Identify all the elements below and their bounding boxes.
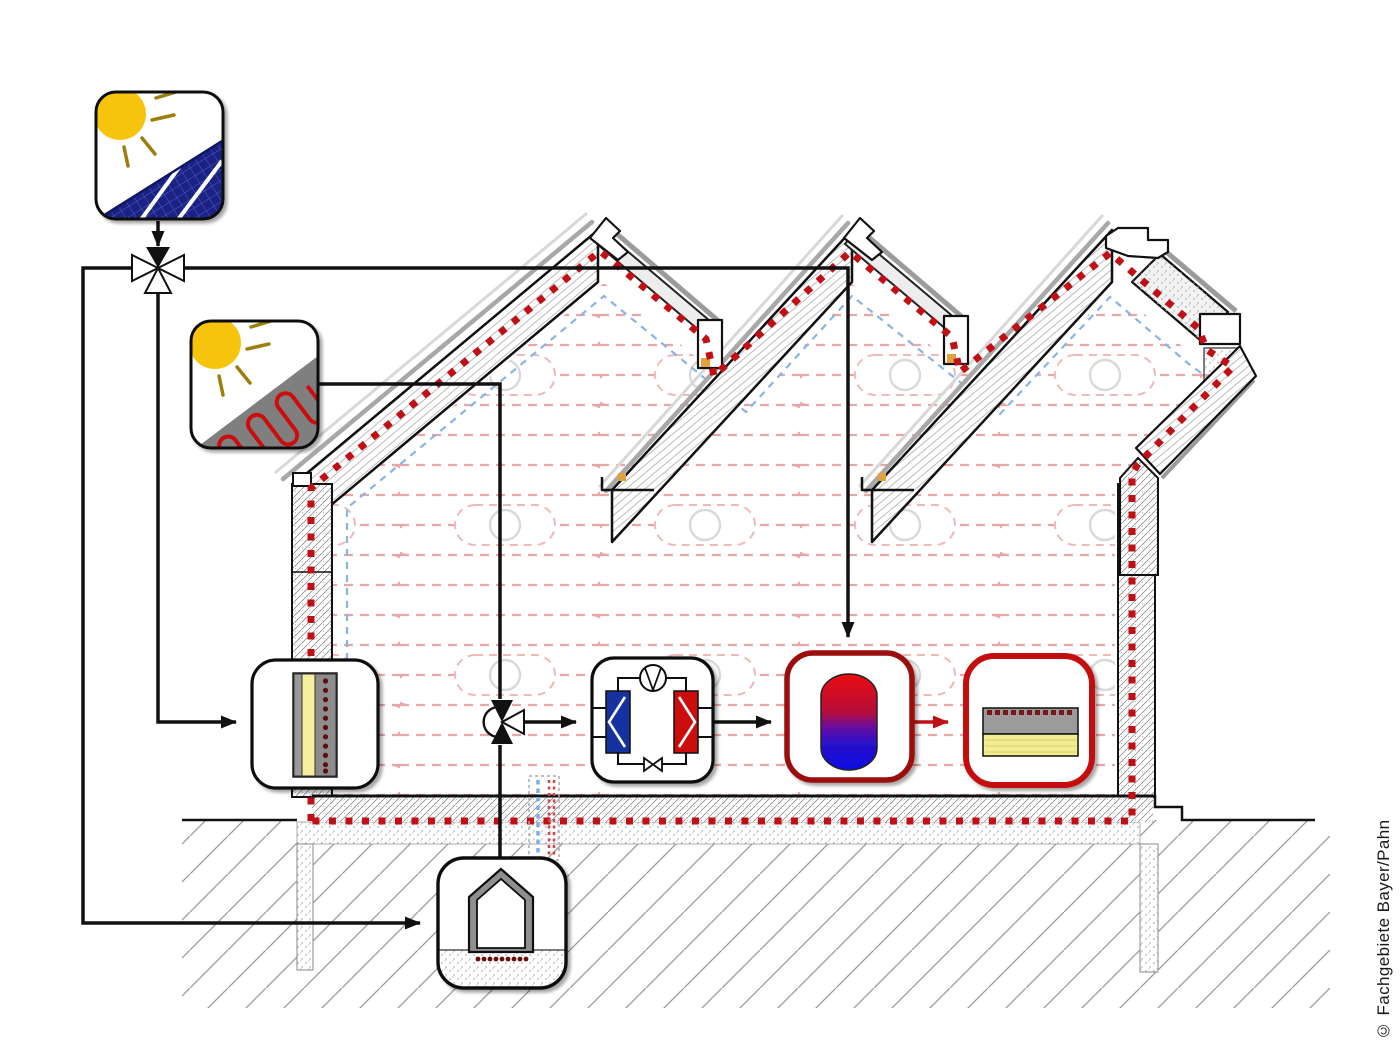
wall-pipe-dots: [322, 678, 329, 774]
peak-parapet-1: [588, 216, 630, 262]
interior-envelope-line: [345, 294, 1224, 790]
ground-soil: [182, 795, 1330, 1008]
compressor-icon: [639, 664, 667, 692]
solar-thermal-line: [318, 382, 502, 699]
floor-pipe-dots: [987, 710, 1072, 715]
valve-to-wall-line: [156, 291, 237, 729]
copyright-credit: © Fachgebiete Bayer/Pahn: [1374, 819, 1393, 1040]
flow-lines: [81, 221, 949, 930]
expansion-valve-icon: [643, 756, 663, 773]
thermal-envelope-line: [307, 246, 1239, 825]
ground-storage-icon: [436, 856, 568, 990]
solar-thermal-collector-icon: [189, 319, 320, 450]
peak-parapet-3: [1104, 226, 1170, 260]
three-way-valve-icon: [482, 700, 525, 744]
floor-heating-icon: [963, 653, 1095, 788]
floor-slab: [312, 794, 1155, 822]
four-way-valve-icon: [131, 247, 185, 294]
activated-wall-icon: [250, 658, 380, 790]
peak-parapet-2: [842, 216, 884, 262]
right-wall: [1117, 456, 1159, 798]
pv-collector-icon: [94, 90, 225, 221]
roof-slope-2: [600, 228, 854, 544]
valve-to-storage-line: [182, 266, 855, 638]
valve-to-ground-storage-line: [81, 266, 421, 930]
evaporator-icon: [605, 690, 631, 754]
sun-icon: [96, 92, 146, 140]
roof-right-end: [1130, 248, 1258, 480]
sun-icon: [191, 321, 241, 369]
heat-pump-icon: [590, 656, 715, 784]
thermal-storage-tank-icon: [784, 650, 915, 783]
storage-cylinder: [820, 673, 878, 771]
slab-pipe-dots: [475, 956, 529, 962]
collector-coil: [217, 384, 318, 448]
foundation: [296, 821, 1159, 973]
